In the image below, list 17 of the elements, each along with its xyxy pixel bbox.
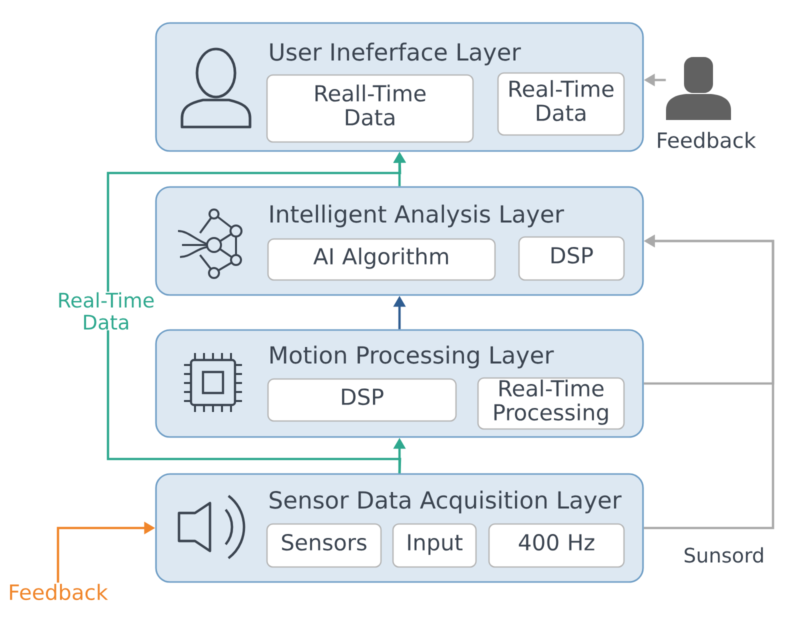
- layer-title: Sensor Data Acquisition Layer: [270, 490, 622, 514]
- component-box: Sensors: [266, 523, 382, 568]
- component-box: Input: [392, 523, 477, 568]
- component-box: Reall-Time Data: [266, 74, 474, 143]
- edge-label: Real-Time Data: [54, 292, 158, 330]
- layer-title: Intelligent Analysis Layer: [270, 204, 564, 228]
- layer-title: Motion Processing Layer: [270, 346, 554, 368]
- edge-label: Sunsord: [682, 546, 766, 564]
- component-box: DSP: [267, 378, 457, 422]
- source-label: Feedback: [10, 584, 108, 600]
- component-box: Real-Time Data: [497, 72, 625, 136]
- component-box: DSP: [518, 236, 625, 281]
- icon-caption: Feedback: [658, 132, 756, 148]
- component-box: AI Algorithm: [267, 238, 496, 281]
- layer-title: User Ineferface Layer: [270, 42, 521, 66]
- component-box: Real-Time Processing: [477, 377, 625, 430]
- component-box: 400 Hz: [488, 523, 625, 568]
